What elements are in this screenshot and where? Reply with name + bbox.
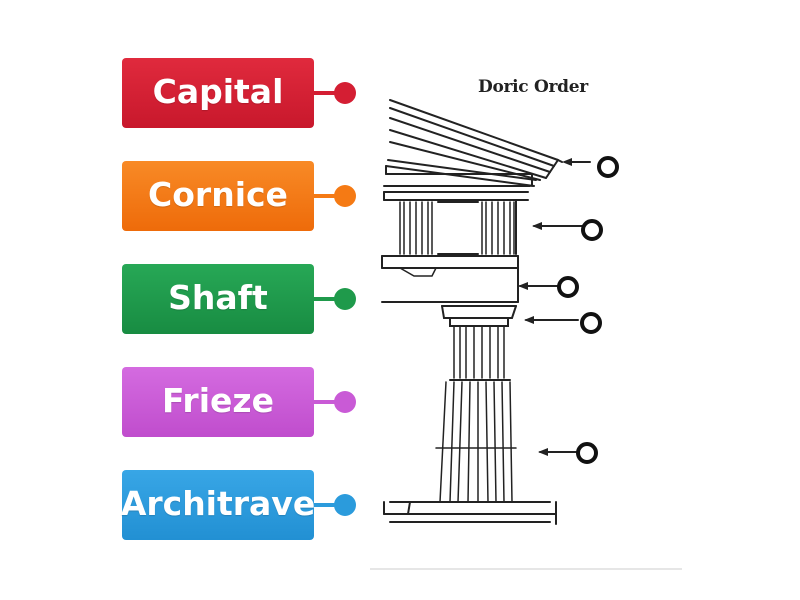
connector-line <box>314 194 336 198</box>
connector-dot[interactable] <box>334 494 356 516</box>
connector-dot[interactable] <box>334 185 356 207</box>
label-text: Shaft <box>168 277 268 317</box>
drop-target-4[interactable] <box>580 312 602 334</box>
connector-line <box>314 91 336 95</box>
connector-dot[interactable] <box>334 288 356 310</box>
label-tile-frieze[interactable]: Frieze <box>122 367 356 437</box>
label-text: Architrave <box>120 483 316 523</box>
connector-dot[interactable] <box>334 82 356 104</box>
diagram-title: Doric Order <box>478 77 588 97</box>
label-text: Cornice <box>148 174 288 214</box>
connector-line <box>314 297 336 301</box>
connector-dot[interactable] <box>334 391 356 413</box>
drop-target-3[interactable] <box>557 276 579 298</box>
label-text: Capital <box>152 71 284 111</box>
connector-line <box>314 503 336 507</box>
label-tile-architrave[interactable]: Architrave <box>120 470 356 540</box>
drop-target-2[interactable] <box>581 219 603 241</box>
drop-target-1[interactable] <box>597 156 619 178</box>
label-tile-capital[interactable]: Capital <box>122 58 356 128</box>
label-tile-shaft[interactable]: Shaft <box>122 264 356 334</box>
label-tile-cornice[interactable]: Cornice <box>122 161 356 231</box>
label-text: Frieze <box>162 380 274 420</box>
drop-target-5[interactable] <box>576 442 598 464</box>
connector-line <box>314 400 336 404</box>
doric-column-diagram <box>370 99 682 570</box>
